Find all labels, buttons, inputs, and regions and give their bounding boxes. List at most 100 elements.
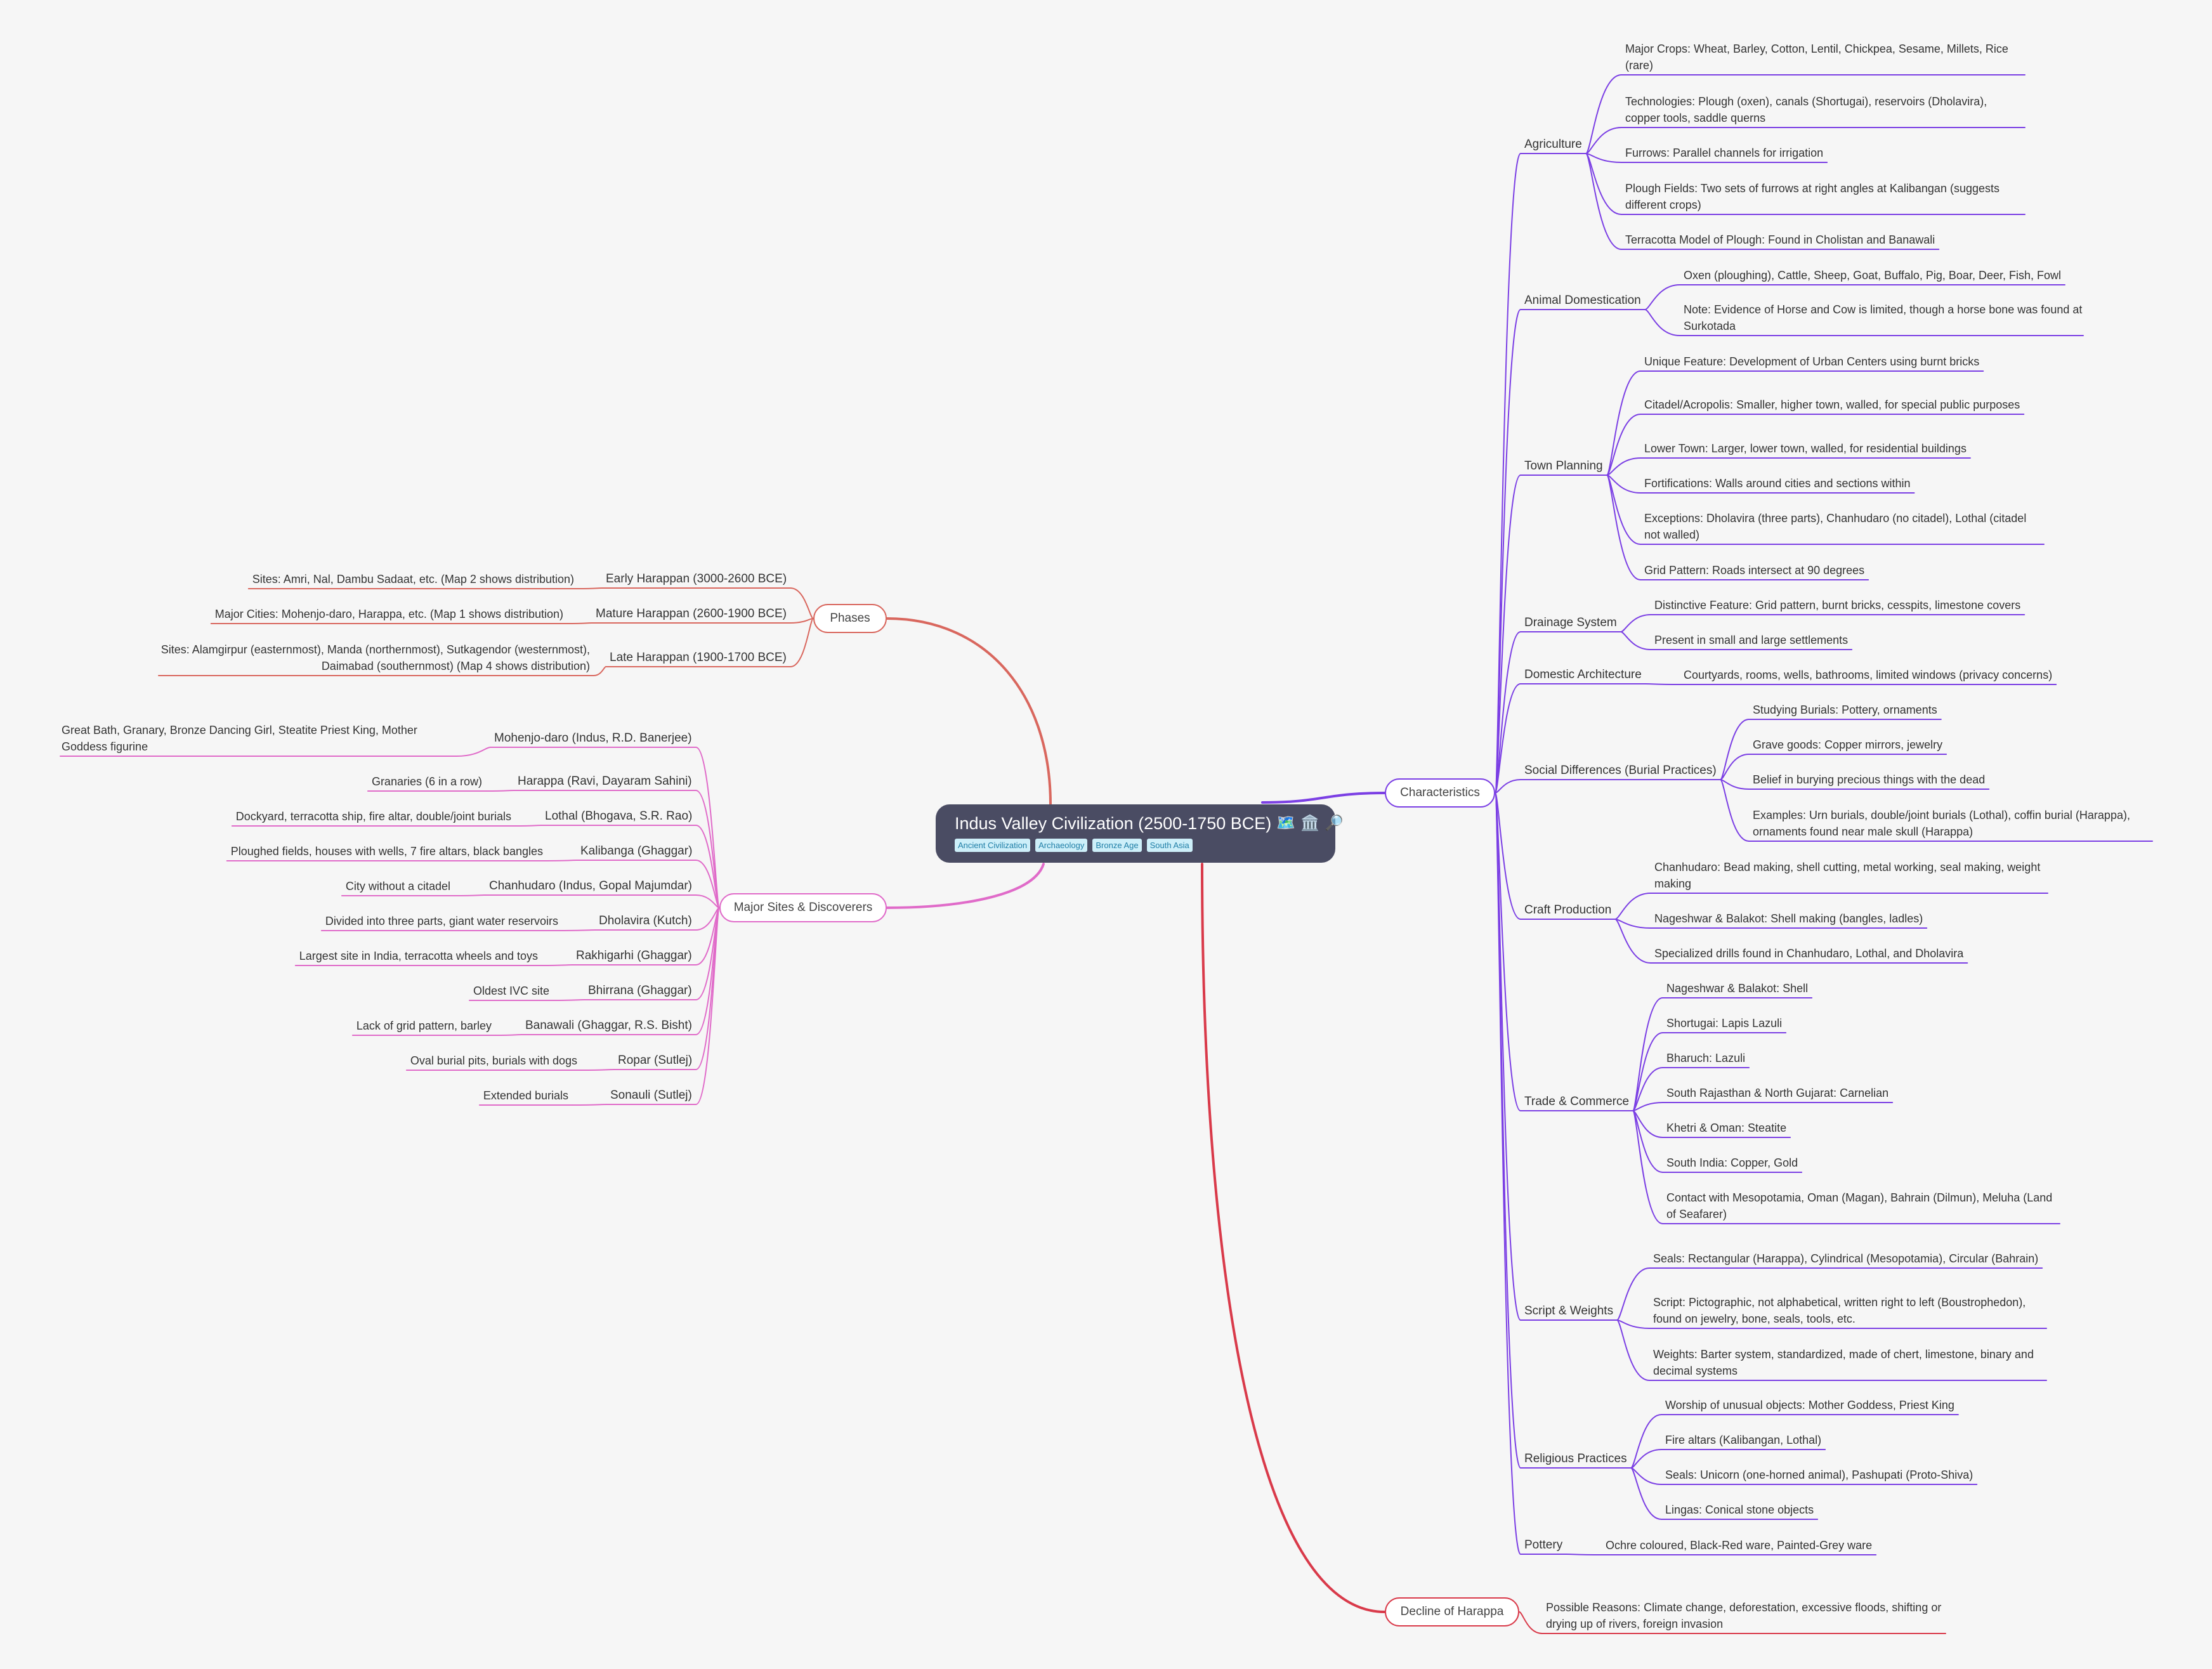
connector-leaf-trade-commerce-2 (1632, 1067, 1663, 1111)
leaf-trade-commerce-2: Bharuch: Lazuli (1666, 1052, 1746, 1064)
leaf-site-9: Oval burial pits, burials with dogs (410, 1054, 577, 1067)
topic-town-planning[interactable]: Town Planning (1524, 459, 1603, 473)
tag-south-asia[interactable]: South Asia (1146, 839, 1193, 852)
leaf-agriculture-3: Plough Fields: Two sets of furrows at ri… (1625, 182, 1999, 211)
connector-leaf-agriculture-4 (1585, 153, 1622, 250)
connector-leaf-script-weights-1 (1616, 1319, 1650, 1329)
tag-bronze-age[interactable]: Bronze Age (1092, 839, 1142, 852)
leaf-site-2: Dockyard, terracotta ship, fire altar, d… (235, 810, 511, 823)
site-mohenjo-daro-indus-r-d-banerjee[interactable]: Mohenjo-daro (Indus, R.D. Banerjee) (494, 731, 692, 745)
site-lothal-bhogava-s-r-rao[interactable]: Lothal (Bhogava, S.R. Rao) (545, 809, 693, 823)
leaf-site-10: Extended burials (483, 1089, 568, 1102)
connector-site-leaf-4 (454, 894, 486, 896)
connector-leaf-trade-commerce-6 (1632, 1110, 1663, 1224)
topic-agriculture[interactable]: Agriculture (1524, 138, 1582, 151)
leaf-town-planning-0: Unique Feature: Development of Urban Cen… (1644, 355, 1980, 368)
topic-craft-production[interactable]: Craft Production (1524, 903, 1612, 917)
site-bhirrana-ghaggar[interactable]: Bhirrana (Ghaggar) (588, 984, 692, 997)
leaf-agriculture-2: Furrows: Parallel channels for irrigatio… (1625, 147, 1824, 159)
connector-sites-8 (695, 907, 720, 1035)
site-banawali-ghaggar-r-s-bisht[interactable]: Banawali (Ghaggar, R.S. Bisht) (525, 1019, 692, 1032)
connector-characteristics-domestic-architecture (1495, 683, 1521, 794)
central-topic-title: Indus Valley Civilization (2500-1750 BCE… (955, 812, 1344, 835)
leaf-social-differences-burial-practices-0: Studying Burials: Pottery, ornaments (1753, 704, 1937, 716)
site-kalibanga-ghaggar[interactable]: Kalibanga (Ghaggar) (580, 844, 693, 858)
leaf-site-6: Largest site in India, terracotta wheels… (299, 950, 538, 962)
phase-early-harappan-3000-2600-bce[interactable]: Early Harappan (3000-2600 BCE) (606, 572, 787, 586)
topic-animal-domestication[interactable]: Animal Domestication (1524, 294, 1641, 307)
connector-characteristics-religious-practices (1495, 792, 1521, 1469)
connector-leaf-script-weights-2 (1616, 1319, 1650, 1381)
connector-leaf-religious-practices-2 (1630, 1467, 1662, 1485)
connector-site-leaf-5 (561, 929, 596, 931)
characteristics-node[interactable]: Characteristics (1385, 778, 1495, 808)
leaf-script-weights-0: Seals: Rectangular (Harappa), Cylindrica… (1653, 1252, 2039, 1265)
leaf-script-weights-1: Script: Pictographic, not alphabetical, … (1653, 1296, 2026, 1325)
topic-religious-practices[interactable]: Religious Practices (1524, 1452, 1627, 1465)
topic-domestic-architecture[interactable]: Domestic Architecture (1524, 668, 1642, 681)
connector-root-decline (1201, 863, 1386, 1613)
connector-leaf-trade-commerce-1 (1632, 1032, 1663, 1111)
leaf-social-differences-burial-practices-3: Examples: Urn burials, double/joint buri… (1753, 809, 2130, 838)
central-topic[interactable]: Indus Valley Civilization (2500-1750 BCE… (936, 804, 1344, 863)
site-harappa-ravi-dayaram-sahini[interactable]: Harappa (Ravi, Dayaram Sahini) (518, 775, 692, 788)
connector-sites-1 (695, 790, 720, 908)
site-sonauli-sutlej[interactable]: Sonauli (Sutlej) (610, 1089, 692, 1102)
leaf-site-3: Ploughed fields, houses with wells, 7 fi… (230, 845, 543, 858)
phase-mature-harappan-2600-1900-bce[interactable]: Mature Harappan (2600-1900 BCE) (596, 607, 787, 620)
topic-trade-commerce[interactable]: Trade & Commerce (1524, 1095, 1630, 1108)
connector-leaf-town-planning-3 (1606, 475, 1641, 494)
leaf-trade-commerce-4: Khetri & Oman: Steatite (1666, 1122, 1787, 1134)
connector-leaf-craft-production-1 (1614, 919, 1651, 929)
tag-ancient-civilization[interactable]: Ancient Civilization (955, 839, 1031, 852)
topic-social-differences-burial-practices[interactable]: Social Differences (Burial Practices) (1524, 764, 1717, 777)
connector-leaf-town-planning-1 (1606, 414, 1641, 476)
site-ropar-sutlej[interactable]: Ropar (Sutlej) (618, 1054, 693, 1067)
leaf-site-5: Divided into three parts, giant water re… (325, 915, 558, 927)
connector-sites-2 (695, 825, 720, 908)
central-topic-text: Indus Valley Civilization (2500-1750 BCE… (955, 814, 1272, 833)
leaf-site-8: Lack of grid pattern, barley (356, 1019, 492, 1032)
topic-drainage-system[interactable]: Drainage System (1524, 616, 1617, 629)
connector-leaf-drainage-system-0 (1620, 614, 1651, 632)
leaf-script-weights-2: Weights: Barter system, standardized, ma… (1653, 1348, 2034, 1377)
leaf-drainage-system-1: Present in small and large settlements (1654, 634, 1849, 646)
site-rakhigarhi-ghaggar[interactable]: Rakhigarhi (Ghaggar) (576, 949, 692, 962)
leaf-trade-commerce-5: South India: Copper, Gold (1666, 1156, 1798, 1169)
connector-leaf-agriculture-1 (1585, 127, 1622, 154)
connector-characteristics-social-differences-burial-practices (1495, 779, 1521, 794)
tag-archaeology[interactable]: Archaeology (1035, 839, 1088, 852)
site-dholavira-kutch[interactable]: Dholavira (Kutch) (599, 914, 692, 927)
central-topic-tags: Ancient Civilization Archaeology Bronze … (955, 839, 1316, 852)
connector-characteristics-craft-production (1495, 792, 1521, 920)
connector-leaf-craft-production-0 (1614, 893, 1651, 920)
connector-characteristics-town-planning (1495, 475, 1521, 794)
leaf-pottery-0: Ochre coloured, Black-Red ware, Painted-… (1606, 1539, 1873, 1552)
topic-script-weights[interactable]: Script & Weights (1524, 1304, 1614, 1318)
connector-root-characteristics (1261, 792, 1386, 804)
connector-sites-7 (695, 907, 720, 1000)
decline-node[interactable]: Decline of Harappa (1385, 1597, 1519, 1626)
connector-site-leaf-3 (546, 860, 577, 861)
connector-characteristics-agriculture (1495, 153, 1521, 794)
connector-characteristics-animal-domestication (1495, 309, 1521, 794)
leaf-agriculture-4: Terracotta Model of Plough: Found in Cho… (1625, 233, 1935, 246)
phases-node[interactable]: Phases (813, 604, 887, 633)
connector-site-leaf-2 (514, 825, 542, 827)
leaf-phase-2: Sites: Alamgirpur (easternmost), Manda (… (160, 643, 590, 672)
connector-leaf-town-planning-0 (1606, 370, 1641, 476)
site-chanhudaro-indus-gopal-majumdar[interactable]: Chanhudaro (Indus, Gopal Majumdar) (489, 879, 693, 893)
phase-late-harappan-1900-1700-bce[interactable]: Late Harappan (1900-1700 BCE) (610, 651, 787, 664)
connector-phases-2 (790, 618, 814, 667)
connector-sites-9 (695, 907, 720, 1070)
connector-characteristics-drainage-system (1495, 631, 1521, 794)
leaf-drainage-system-0: Distinctive Feature: Grid pattern, burnt… (1654, 599, 2021, 612)
connector-sites-4 (695, 894, 720, 908)
connector-leaf-agriculture-3 (1585, 153, 1622, 215)
topic-pottery[interactable]: Pottery (1524, 1538, 1563, 1552)
leaf-religious-practices-0: Worship of unusual objects: Mother Godde… (1665, 1399, 1954, 1411)
connector-site-leaf-1 (485, 790, 514, 792)
connector-leaf-social-differences-burial-practices-2 (1720, 779, 1750, 790)
sites-node[interactable]: Major Sites & Discoverers (719, 893, 887, 922)
